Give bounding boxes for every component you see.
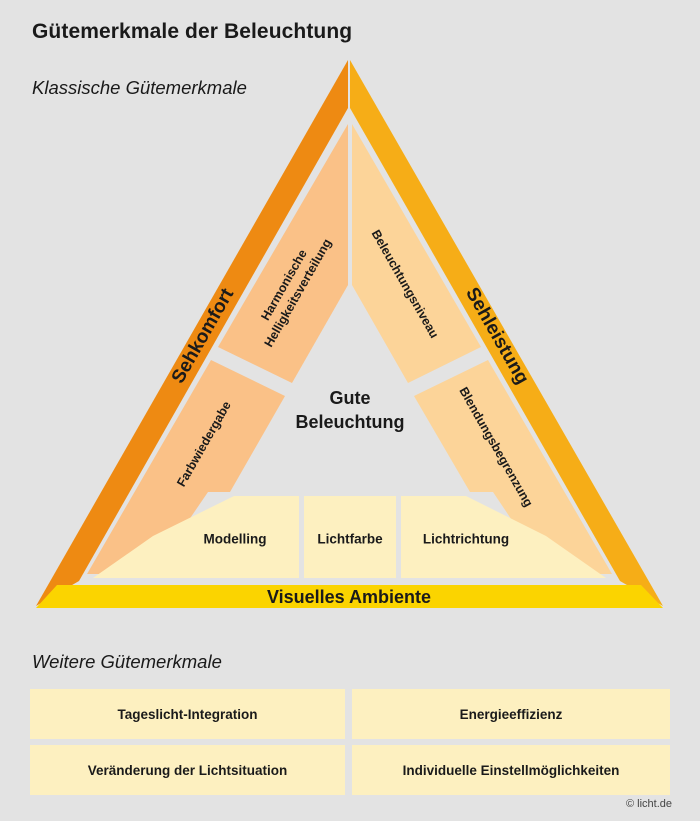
center-label-line2: Beleuchtung: [295, 412, 404, 432]
label-lichtfarbe: Lichtfarbe: [317, 532, 383, 547]
segment-lichtfarbe: [304, 496, 396, 578]
band-visuelles-ambiente: [36, 585, 663, 608]
segment-blendungsbegrenzung: [414, 360, 612, 574]
copyright-notice: © licht.de: [625, 798, 672, 810]
segment-beleuchtungsniveau: [352, 124, 481, 383]
segment-farbwiedergabe: [87, 360, 285, 574]
band-sehleistung: [350, 60, 663, 606]
feature-box-einstellmoeglichkeiten: Individuelle Einstellmöglichkeiten: [352, 745, 670, 795]
segment-helligkeitsverteilung: [218, 124, 348, 383]
center-label-line1: Gute: [329, 388, 370, 408]
page-title: Gütemerkmale der Beleuchtung: [32, 20, 353, 43]
label-modelling: Modelling: [204, 532, 267, 547]
section-title-classic: Klassische Gütemerkmale: [32, 77, 247, 98]
feature-box-lichtsituation: Veränderung der Lichtsituation: [30, 745, 345, 795]
segment-lichtrichtung: [401, 496, 606, 578]
feature-box-energieeffizienz: Energieeffizienz: [352, 689, 670, 739]
band-sehkomfort: [36, 60, 348, 606]
segment-modelling: [93, 496, 299, 578]
label-visuelles-ambiente: Visuelles Ambiente: [267, 587, 431, 607]
label-lichtrichtung: Lichtrichtung: [423, 532, 509, 547]
section-title-further: Weitere Gütemerkmale: [32, 651, 222, 672]
feature-box-tageslicht: Tageslicht-Integration: [30, 689, 345, 739]
